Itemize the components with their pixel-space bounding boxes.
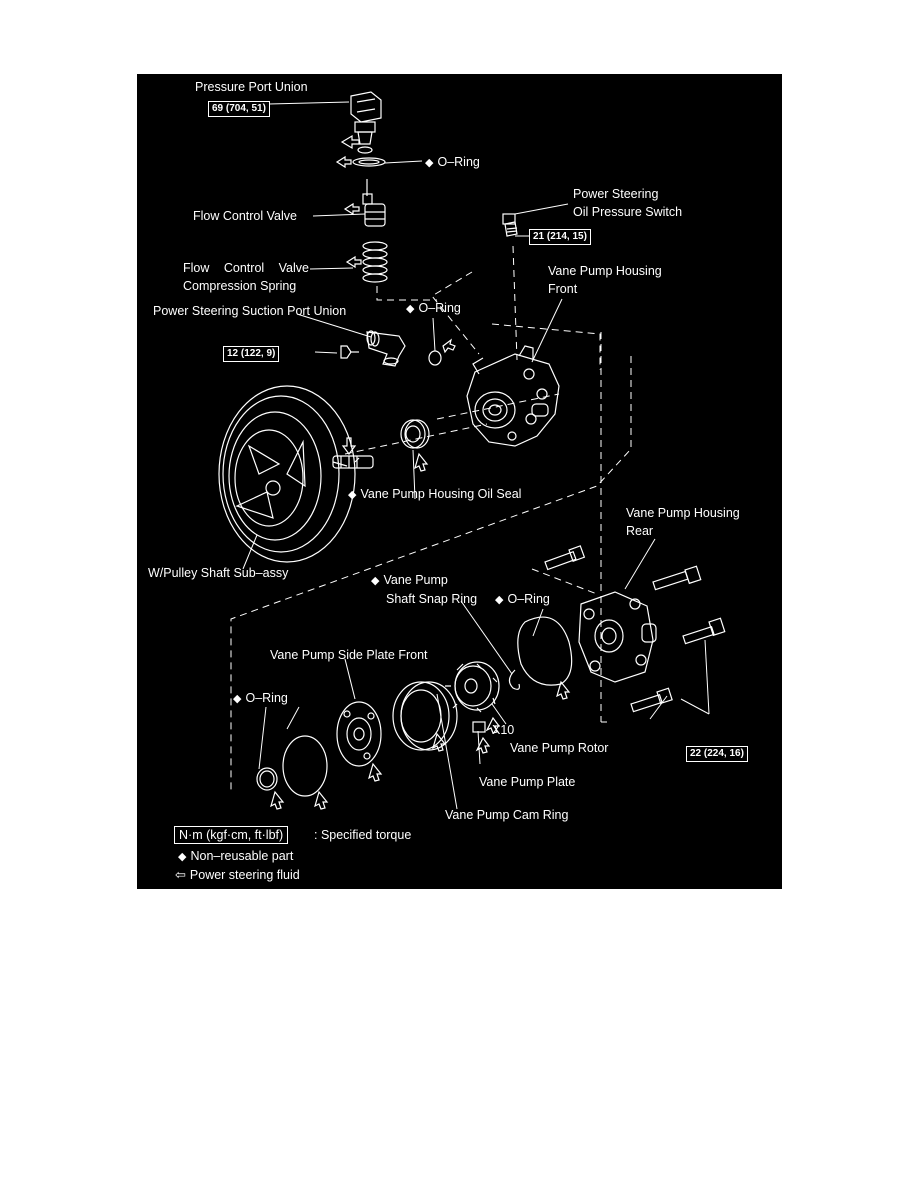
label-housing-rear-line2: Rear <box>626 524 654 538</box>
rotor-part <box>445 661 500 713</box>
label-cam-ring: Vane Pump Cam Ring <box>445 808 569 822</box>
o-ring-rear-part <box>517 616 573 700</box>
diamond-icon: ◆ <box>495 594 504 606</box>
label-flow-control-valve: Flow Control Valve <box>193 209 297 223</box>
label-x10: X10 <box>492 723 515 737</box>
exploded-view-diagram: Pressure Port Union 69 (704, 51) ◆O–Ring… <box>137 74 782 889</box>
torque-switch: 21 (214, 15) <box>529 229 591 245</box>
rear-housing-bolts <box>544 545 726 713</box>
label-fcv-spring-line2: Compression Spring <box>183 279 297 293</box>
label-snap-ring-line1: ◆Vane Pump <box>371 573 448 587</box>
diamond-icon: ◆ <box>406 303 415 315</box>
compression-spring-part <box>345 241 388 283</box>
label-oil-seal: ◆Vane Pump Housing Oil Seal <box>348 487 522 501</box>
rear-housing-part <box>578 591 657 683</box>
torque-suction: 12 (122, 9) <box>223 346 280 362</box>
diamond-icon: ◆ <box>348 489 357 501</box>
o-ring-suction-part <box>428 338 456 366</box>
label-side-plate-front: Vane Pump Side Plate Front <box>270 648 428 662</box>
label-ps-switch-line1: Power Steering <box>573 187 659 201</box>
hollow-left-arrow-icon: ⇦ <box>175 867 186 882</box>
o-ring-left-large-part <box>282 735 329 810</box>
pressure-port-union-part <box>340 91 382 154</box>
oil-seal-part <box>400 419 430 472</box>
oil-pressure-switch-part <box>502 213 518 237</box>
legend-torque-unit: N·m (kgf·cm, ft·lbf) <box>174 826 289 844</box>
label-ps-switch-line2: Oil Pressure Switch <box>573 205 683 219</box>
assembly-dashed-lines <box>230 245 632 794</box>
label-rotor: Vane Pump Rotor <box>510 741 609 755</box>
label-o-ring-rear: ◆O–Ring <box>495 592 550 606</box>
parts-illustration <box>218 91 726 810</box>
label-o-ring-top: ◆O–Ring <box>425 155 480 169</box>
label-o-ring-suction: ◆O–Ring <box>406 301 461 315</box>
label-pulley-shaft: W/Pulley Shaft Sub–assy <box>148 566 289 580</box>
label-housing-front-line2: Front <box>548 282 578 296</box>
label-o-ring-left: ◆O–Ring <box>233 691 288 705</box>
vane-plate-part <box>472 716 501 754</box>
snap-ring-part <box>508 669 520 690</box>
front-housing-part <box>466 345 560 447</box>
label-housing-rear-line1: Vane Pump Housing <box>626 506 740 520</box>
cam-ring-part <box>392 681 458 752</box>
leader-lines <box>242 101 710 810</box>
label-suction-port-union: Power Steering Suction Port Union <box>153 304 347 318</box>
label-housing-front-line1: Vane Pump Housing <box>548 264 662 278</box>
legend-fluid: ⇦Power steering fluid <box>175 867 300 882</box>
legend-torque-desc: : Specified torque <box>314 828 412 842</box>
label-plate: Vane Pump Plate <box>479 775 576 789</box>
diamond-icon: ◆ <box>178 851 187 863</box>
o-ring-top-part <box>335 155 386 169</box>
label-snap-ring-line2: Shaft Snap Ring <box>386 592 478 606</box>
torque-rear-bolts: 22 (224, 16) <box>686 746 748 762</box>
flow-control-valve-part <box>343 179 386 227</box>
suction-port-union-part <box>340 330 406 367</box>
diamond-icon: ◆ <box>371 575 380 587</box>
diamond-icon: ◆ <box>233 693 242 705</box>
label-pressure-port-union: Pressure Port Union <box>195 80 308 94</box>
o-ring-left-small-part <box>256 767 285 810</box>
side-plate-front-part <box>336 701 383 782</box>
pulley-shaft-part <box>218 385 374 563</box>
torque-pressure-port: 69 (704, 51) <box>208 101 270 117</box>
legend-non-reusable: ◆Non–reusable part <box>178 849 294 863</box>
diamond-icon: ◆ <box>425 157 434 169</box>
